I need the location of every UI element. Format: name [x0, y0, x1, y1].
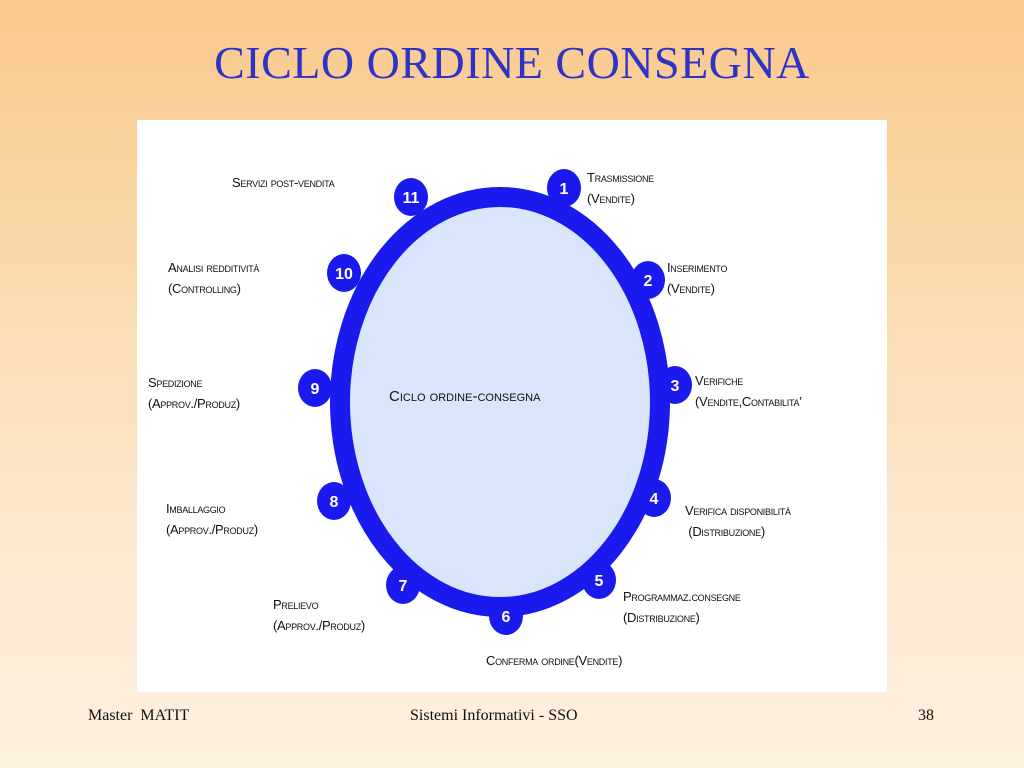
center-label: Ciclo ordine-consegna [389, 388, 541, 405]
footer-left: Master MATIT [88, 707, 190, 724]
step-label-5: Programmaz.consegne(Distribuzione) [623, 589, 741, 625]
step-number: 9 [311, 381, 320, 398]
step-node-circle [658, 366, 692, 404]
step-node-circle [582, 561, 616, 599]
step-number: 7 [399, 578, 408, 595]
step-node-5: 5 [582, 561, 616, 599]
step-node-6: 6 [489, 597, 523, 635]
step-node-9: 9 [298, 369, 332, 407]
step-node-circle [631, 261, 665, 299]
step-number: 6 [502, 609, 511, 626]
step-number: 3 [671, 378, 680, 395]
step-label-10: Analisi redditività(Controlling) [168, 260, 260, 296]
step-number: 5 [595, 573, 604, 590]
step-node-circle [317, 482, 351, 520]
cycle-diagram: 1 2 3 4 5 6 7 8 9 10 11 [298, 169, 692, 635]
step-number: 1 [560, 181, 569, 198]
step-label-2: Inserimento(Vendite) [667, 260, 728, 296]
step-node-1: 1 [547, 169, 581, 207]
page-number: 38 [918, 707, 934, 724]
step-node-8: 8 [317, 482, 351, 520]
step-label-7: Prelievo(Approv./Produz) [273, 597, 365, 633]
step-node-3: 3 [658, 366, 692, 404]
step-node-10: 10 [327, 254, 361, 292]
step-node-circle [386, 566, 420, 604]
step-node-2: 2 [631, 261, 665, 299]
step-label-6: Conferma ordine(Vendite) [486, 653, 623, 668]
step-label-4: Verifica disponibilità (Distribuzione) [685, 503, 791, 539]
step-label-3: Verifiche(Vendite,Contabilita’ [695, 373, 802, 409]
step-label-9: Spedizione(Approv./Produz) [148, 375, 240, 411]
step-number: 8 [330, 494, 339, 511]
step-label-8: Imballaggio(Approv./Produz) [166, 501, 258, 537]
step-node-circle [298, 369, 332, 407]
step-node-circle [327, 254, 361, 292]
step-number: 11 [403, 190, 420, 207]
step-node-7: 7 [386, 566, 420, 604]
step-number: 10 [335, 266, 353, 283]
step-label-11: Servizi post-vendita [232, 175, 335, 190]
diagram-panel: 1 2 3 4 5 6 7 8 9 10 11 Ciclo ordine-consegna Tras… [137, 120, 887, 692]
step-number: 2 [644, 273, 653, 290]
slide-title: CICLO ORDINE CONSEGNA [214, 37, 810, 88]
step-node-4: 4 [637, 479, 671, 517]
step-label-1: Trasmissione(Vendite) [587, 170, 654, 206]
footer-center: Sistemi Informativi - SSO [410, 707, 578, 724]
step-number: 4 [650, 491, 659, 508]
step-node-circle [547, 169, 581, 207]
step-node-circle [394, 178, 428, 216]
step-node-circle [489, 597, 523, 635]
step-node-circle [637, 479, 671, 517]
step-node-11: 11 [394, 178, 428, 216]
